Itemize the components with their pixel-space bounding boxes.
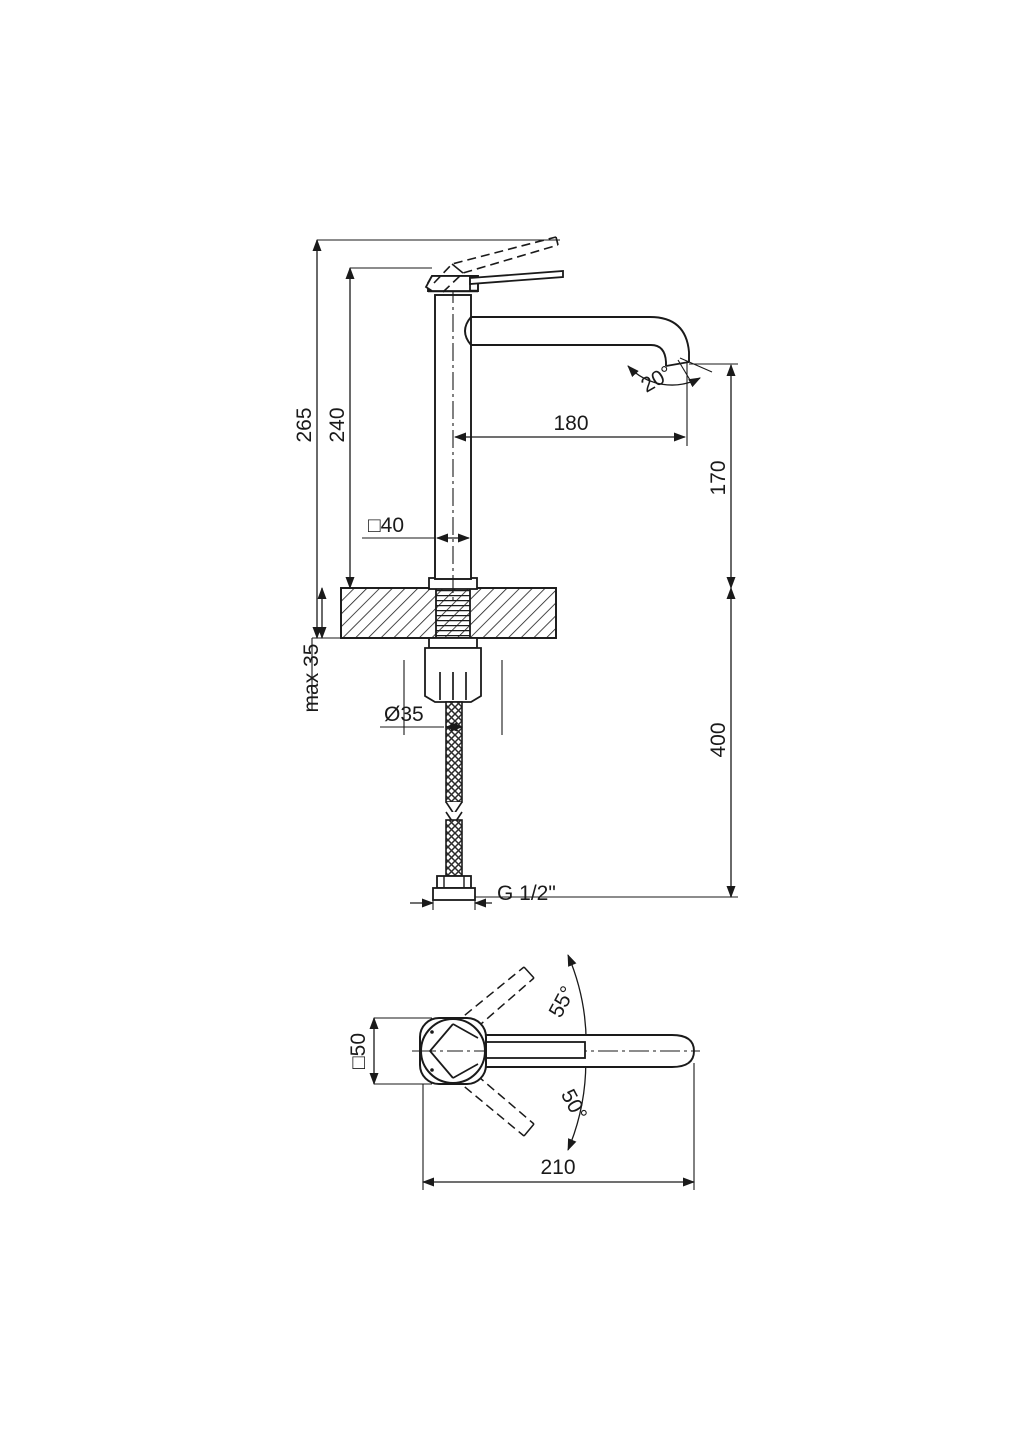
lever-upper-edge-a [453,966,525,1025]
fitting-hex-nut [436,875,472,889]
handle-lever-open-phantom [433,236,559,293]
angle20-arc [627,365,701,388]
angle55-label: 55° [545,983,580,1022]
dimension-dia35: Ø35 [380,660,503,735]
spout-outer-profile [471,316,690,362]
dim240-label: 240 [326,407,349,442]
mounting-nut [424,637,482,703]
nut-washer [428,637,478,649]
angle50-label: 50° [556,1086,591,1125]
angle20-ref-1 [677,359,694,386]
dimension-max35: max 35 [300,587,341,713]
shank-thread-section [435,587,471,639]
dia35-label: Ø35 [384,703,424,726]
top-plan-view: 55° 50° [347,954,700,1190]
spout-inner-profile [471,344,667,366]
dimension-thread: G 1/2" [410,882,556,910]
dimension-210: 210 [422,1063,695,1190]
dim265-label: 265 [293,407,316,442]
dimension-400: 400 [475,587,738,898]
hose-end-fitting [432,875,476,901]
angle20-ref-2 [679,357,713,373]
lever-hub-closed [424,275,471,292]
dimension-sq50: □50 [347,1017,432,1085]
lever-upper-tip [523,966,535,979]
dim180-label: 180 [553,412,588,435]
spout-shoulder [464,316,472,346]
dim40-label: □40 [368,514,404,537]
plan-cartridge-edge-bottom [452,1063,479,1079]
lever-open-hub-edge [451,263,464,274]
dim50-label: □50 [347,1033,370,1069]
dimension-sq40: □40 [362,514,470,543]
thread-label: G 1/2" [497,882,556,905]
hose-upper-segment [445,701,463,803]
spout-outlet-face [665,361,690,367]
dim400-label: 400 [707,722,730,757]
flexible-hose [445,701,463,877]
lever-open-upper-edge [433,236,557,284]
plan-cartridge-edge-top [452,1023,479,1039]
lever-lower-tip [523,1123,535,1137]
dimension-240: 240 [326,267,432,589]
lever-arm-closed [469,270,564,285]
dimension-170: 170 [689,363,738,589]
dim210-label: 210 [540,1156,575,1179]
plan-marker-dot-tl [430,1030,434,1034]
fitting-thread-body [432,887,476,901]
spout-assembly [464,316,690,367]
lever-lower-edge-a [453,1077,525,1137]
dim170-label: 170 [707,460,730,495]
front-elevation-view: 265 240 □40 180 [293,236,738,910]
threaded-shank [435,587,471,639]
plan-marker-dot-bl [430,1068,434,1072]
angle20-label: 20° [637,361,676,397]
dim35-label: max 35 [300,644,323,713]
plan-body [419,1017,487,1085]
dimension-180: 180 [454,362,688,446]
hose-lower-segment [445,819,463,877]
lever-open-tip [555,236,559,246]
